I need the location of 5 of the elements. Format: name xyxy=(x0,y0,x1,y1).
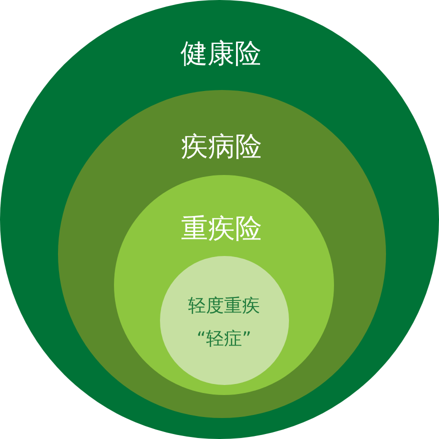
label-text: 疾病险 xyxy=(181,131,262,163)
label-text: 轻度重疾 xyxy=(188,296,260,318)
label-text: “轻症” xyxy=(196,330,252,350)
label-text: 重疾险 xyxy=(181,213,262,245)
label-text: 健康险 xyxy=(180,38,262,70)
